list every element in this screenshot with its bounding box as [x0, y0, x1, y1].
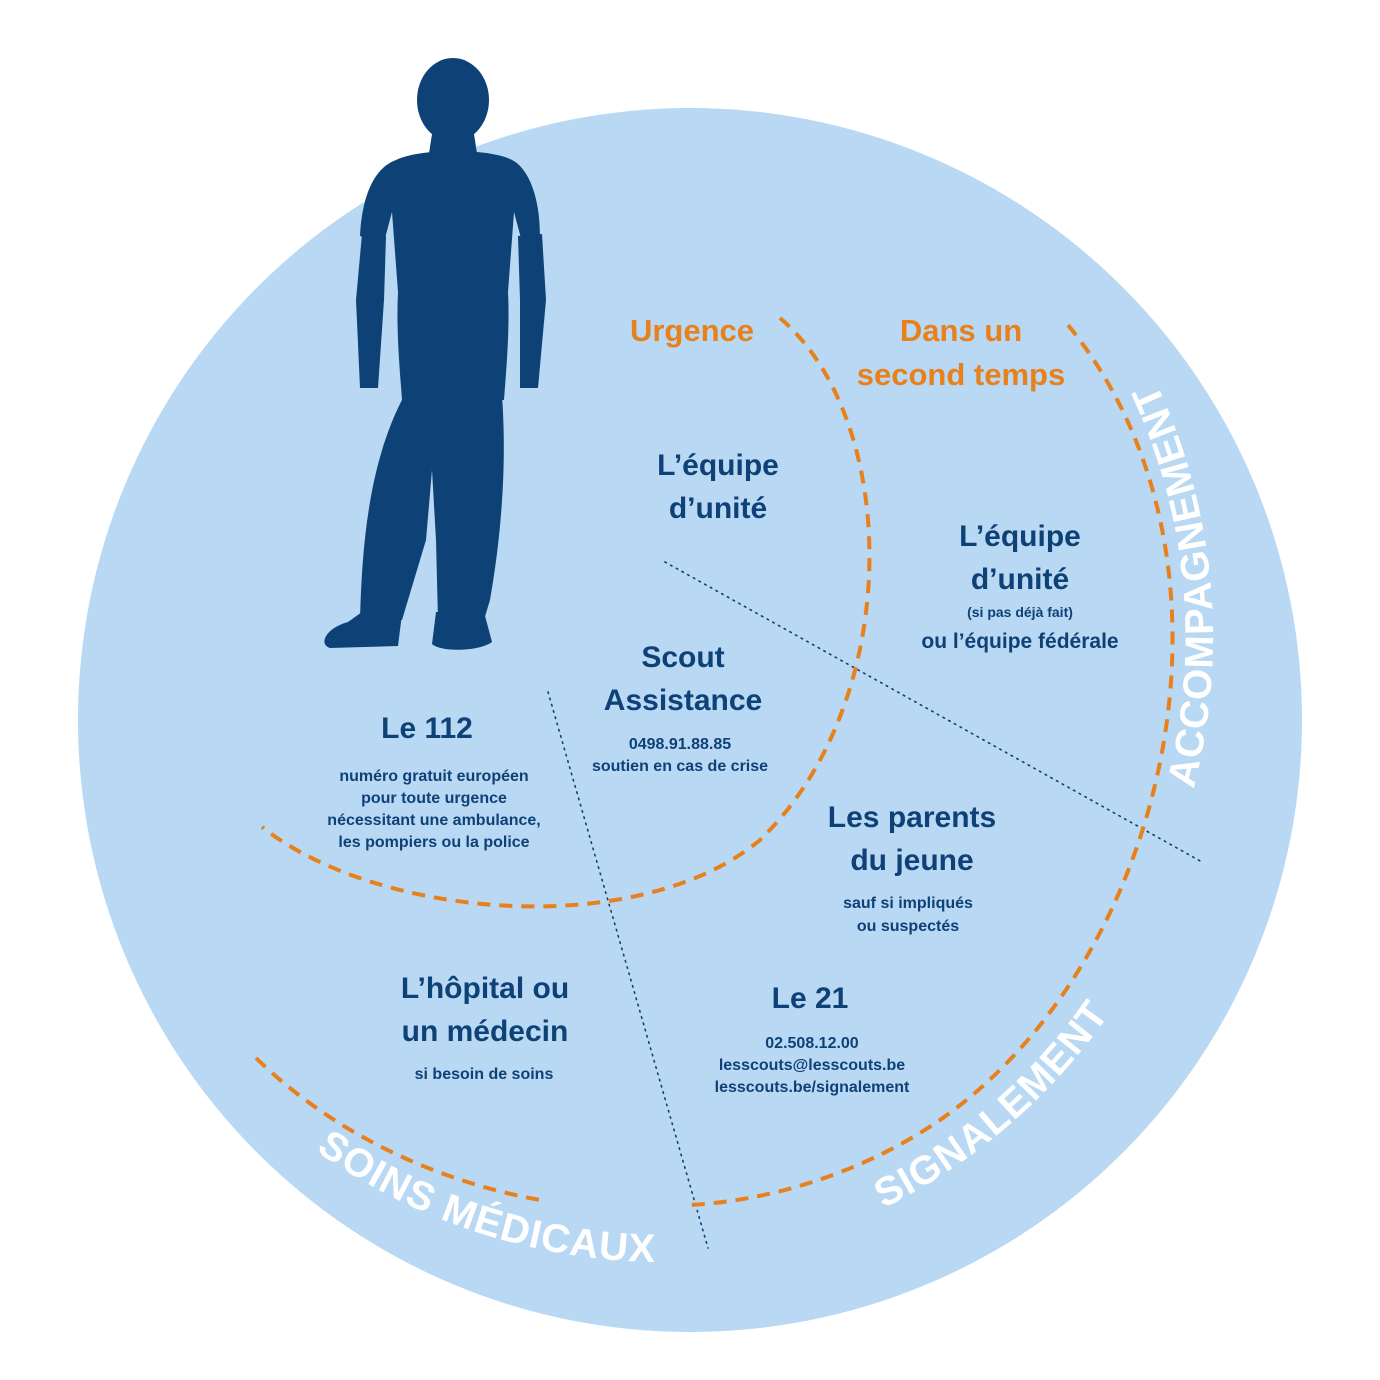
- outer-dashed-arc-left: [254, 1056, 541, 1202]
- node-equipe-second-line2: d’unité: [971, 563, 1069, 596]
- node-equipe-urgence-line1: L’équipe: [657, 449, 779, 482]
- heading-second-temps-line1: Dans un: [900, 313, 1022, 348]
- person-silhouette-icon: [324, 58, 546, 650]
- node-scout-assistance-phone: 0498.91.88.85: [629, 736, 731, 753]
- node-hopital-line1: L’hôpital ou: [401, 972, 569, 1005]
- background-circle: [78, 108, 1302, 1332]
- node-le112-desc1: numéro gratuit européen: [339, 768, 528, 785]
- inner-dashed-arc: [260, 316, 872, 909]
- node-hopital-desc: si besoin de soins: [415, 1066, 554, 1083]
- heading-second-temps-line2: second temps: [857, 357, 1065, 392]
- node-le21-title: Le 21: [772, 982, 849, 1015]
- heading-urgence: Urgence: [630, 313, 754, 348]
- node-equipe-second-note: (si pas déjà fait): [967, 604, 1073, 620]
- node-parents-desc2: ou suspectés: [857, 918, 959, 935]
- node-scout-assistance-line2: Assistance: [604, 684, 762, 717]
- node-equipe-second-line1: L’équipe: [959, 520, 1081, 553]
- node-parents-line1: Les parents: [828, 801, 996, 834]
- node-le21-web: lesscouts.be/signalement: [715, 1079, 910, 1096]
- node-parents-line2: du jeune: [850, 844, 973, 877]
- node-le112-desc3: nécessitant une ambulance,: [327, 812, 540, 829]
- node-scout-assistance-desc: soutien en cas de crise: [592, 758, 768, 775]
- node-le112-desc2: pour toute urgence: [361, 790, 507, 807]
- divider-line-bottom: [547, 691, 709, 1249]
- node-equipe-second-line3: ou l’équipe fédérale: [921, 630, 1118, 653]
- node-le21-email: lesscouts@lesscouts.be: [719, 1057, 905, 1074]
- node-parents-desc1: sauf si impliqués: [843, 895, 973, 912]
- node-le112-desc4: les pompiers ou la police: [338, 834, 529, 851]
- node-scout-assistance-line1: Scout: [641, 641, 724, 674]
- node-equipe-urgence-line2: d’unité: [669, 492, 767, 525]
- node-le21-phone: 02.508.12.00: [765, 1035, 859, 1052]
- node-le112-title: Le 112: [381, 712, 473, 745]
- node-hopital-line2: un médecin: [402, 1015, 569, 1048]
- divider-line-right: [664, 561, 1203, 863]
